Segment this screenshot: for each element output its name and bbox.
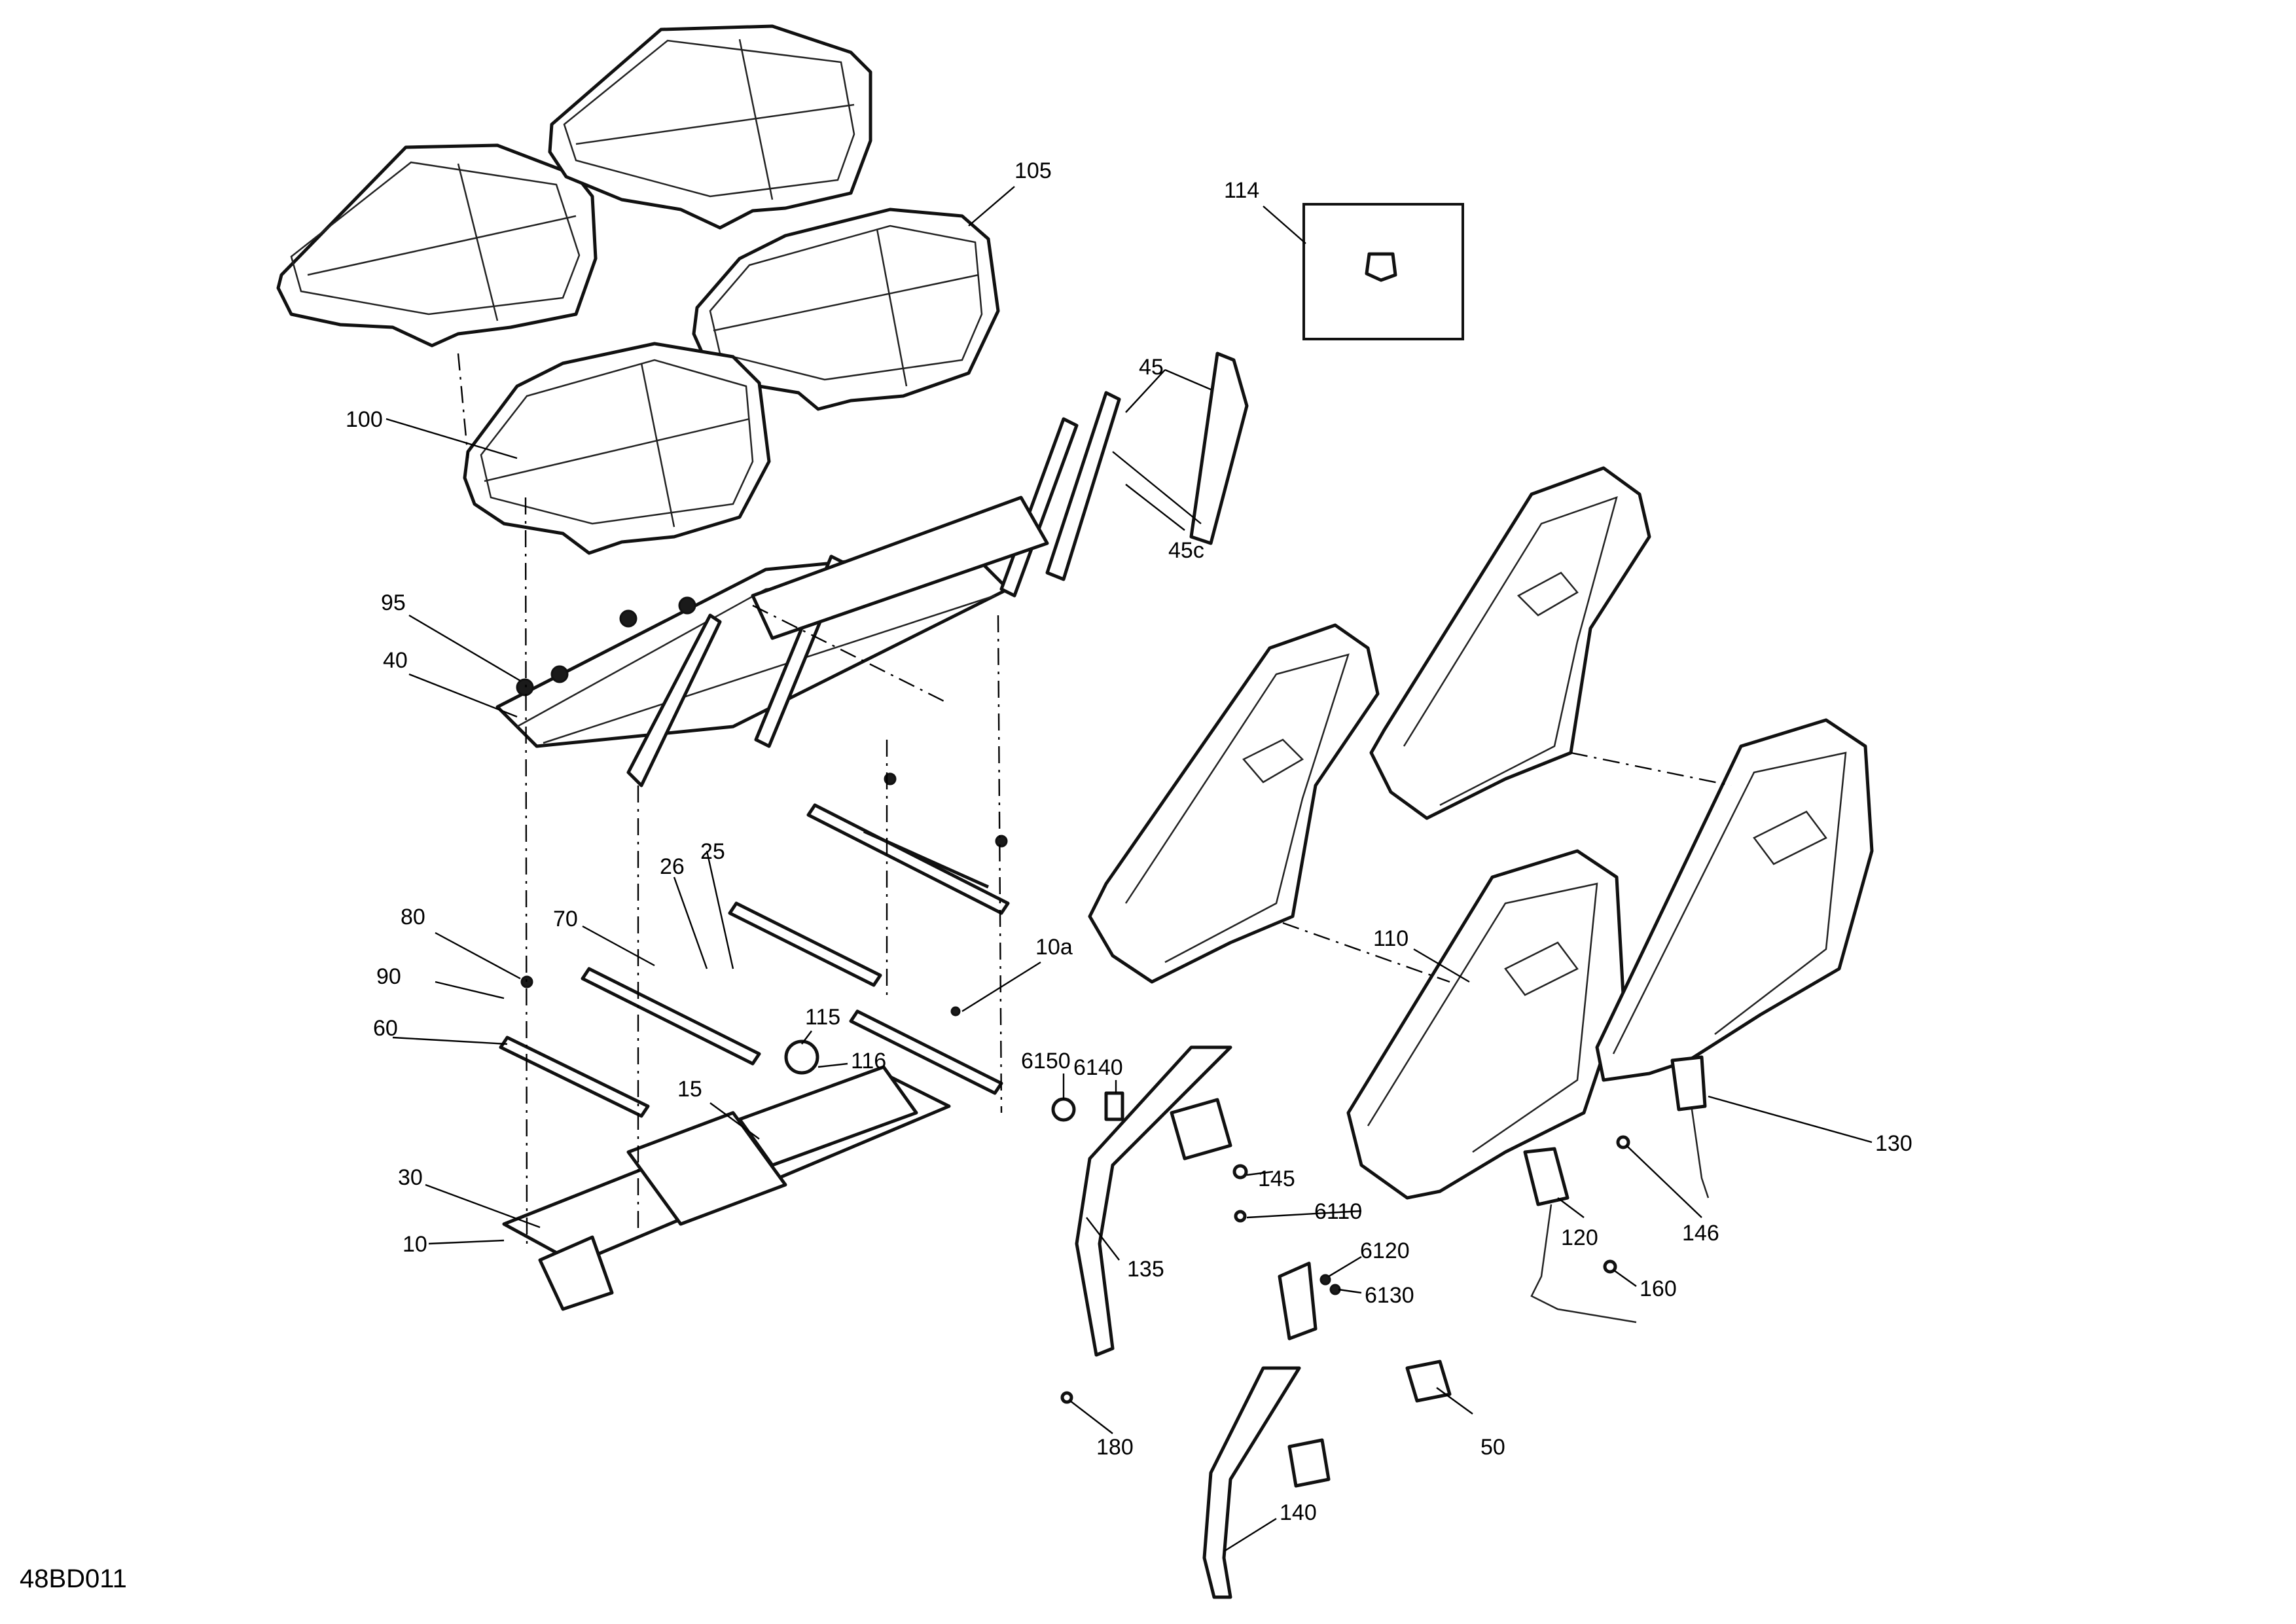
callout-90: 90	[376, 964, 401, 989]
seat-cushion-rear-right	[548, 24, 872, 230]
nut-160	[1603, 1259, 1617, 1274]
callout-6140: 6140	[1073, 1055, 1123, 1080]
spacer-6140	[1104, 1091, 1124, 1121]
callout-100: 100	[346, 407, 383, 432]
knob-115	[784, 1039, 819, 1075]
seat-rails	[499, 803, 1010, 1118]
buckle-120	[1523, 1147, 1637, 1324]
callout-10: 10	[403, 1232, 427, 1257]
label-50	[1405, 1360, 1452, 1403]
callout-180: 180	[1096, 1435, 1134, 1460]
seat-cushion-100	[463, 342, 771, 555]
seat-110-left	[1346, 849, 1625, 1200]
buckle-130	[1670, 1055, 1710, 1199]
callout-114: 114	[1224, 178, 1259, 203]
callout-30: 30	[398, 1165, 423, 1190]
callout-45: 45	[1139, 355, 1164, 380]
callout-70: 70	[553, 907, 578, 931]
leader-lines	[386, 186, 1873, 1553]
callout-labels: 105 114 100 45 45c 95 40 25 26 80 70 110…	[346, 158, 1912, 1525]
callout-26: 26	[660, 854, 685, 879]
callout-120: 120	[1561, 1225, 1598, 1250]
bolt-6110	[1234, 1210, 1247, 1223]
callout-60: 60	[373, 1016, 398, 1041]
bracket-45	[1045, 352, 1249, 581]
grommet-95	[516, 678, 534, 696]
callout-10a: 10a	[1035, 935, 1073, 960]
seat-110-right	[1595, 718, 1874, 1082]
seat-base-frame-40	[495, 417, 1079, 787]
callout-160: 160	[1640, 1276, 1677, 1301]
nut-10a	[950, 1006, 961, 1017]
callout-145: 145	[1258, 1166, 1295, 1191]
callout-116: 116	[851, 1049, 886, 1074]
callout-95: 95	[381, 590, 406, 615]
callout-6130: 6130	[1365, 1283, 1414, 1308]
callout-40: 40	[383, 648, 408, 673]
nut-145	[1232, 1164, 1248, 1180]
callout-105: 105	[1014, 158, 1052, 183]
clip-part-114	[1365, 252, 1397, 282]
assembly-centerlines	[457, 353, 1732, 1244]
detail-box-114	[1302, 203, 1464, 340]
callout-140: 140	[1280, 1500, 1317, 1525]
nut-6130	[1329, 1284, 1341, 1295]
callout-50: 50	[1480, 1435, 1505, 1460]
callout-15: 15	[677, 1077, 702, 1102]
lower-frame-10	[502, 1065, 951, 1311]
seat-cushion-rear-left	[276, 143, 598, 348]
callout-25: 25	[700, 839, 725, 864]
seatbelt-140	[1202, 1261, 1331, 1599]
washer-6120	[1319, 1274, 1331, 1286]
callout-6110: 6110	[1314, 1199, 1362, 1224]
callout-146: 146	[1682, 1221, 1719, 1246]
nut-80	[520, 975, 533, 988]
bolt-180	[1060, 1391, 1073, 1404]
callout-6150: 6150	[1021, 1049, 1071, 1074]
drawing-code: 48BD011	[20, 1564, 127, 1593]
seatbelt-135	[1075, 1045, 1232, 1357]
callout-110: 110	[1373, 926, 1408, 951]
nut-146	[1616, 1135, 1630, 1149]
washer-6150	[1051, 1097, 1076, 1122]
callout-130: 130	[1875, 1131, 1912, 1156]
callout-45c: 45c	[1168, 538, 1204, 563]
callout-6120: 6120	[1360, 1238, 1410, 1263]
callout-135: 135	[1127, 1257, 1164, 1282]
seat-shell-front-left	[1088, 623, 1380, 984]
seat-shell-front-right	[1369, 466, 1651, 820]
callout-115: 115	[805, 1005, 840, 1030]
callout-80: 80	[401, 905, 425, 929]
